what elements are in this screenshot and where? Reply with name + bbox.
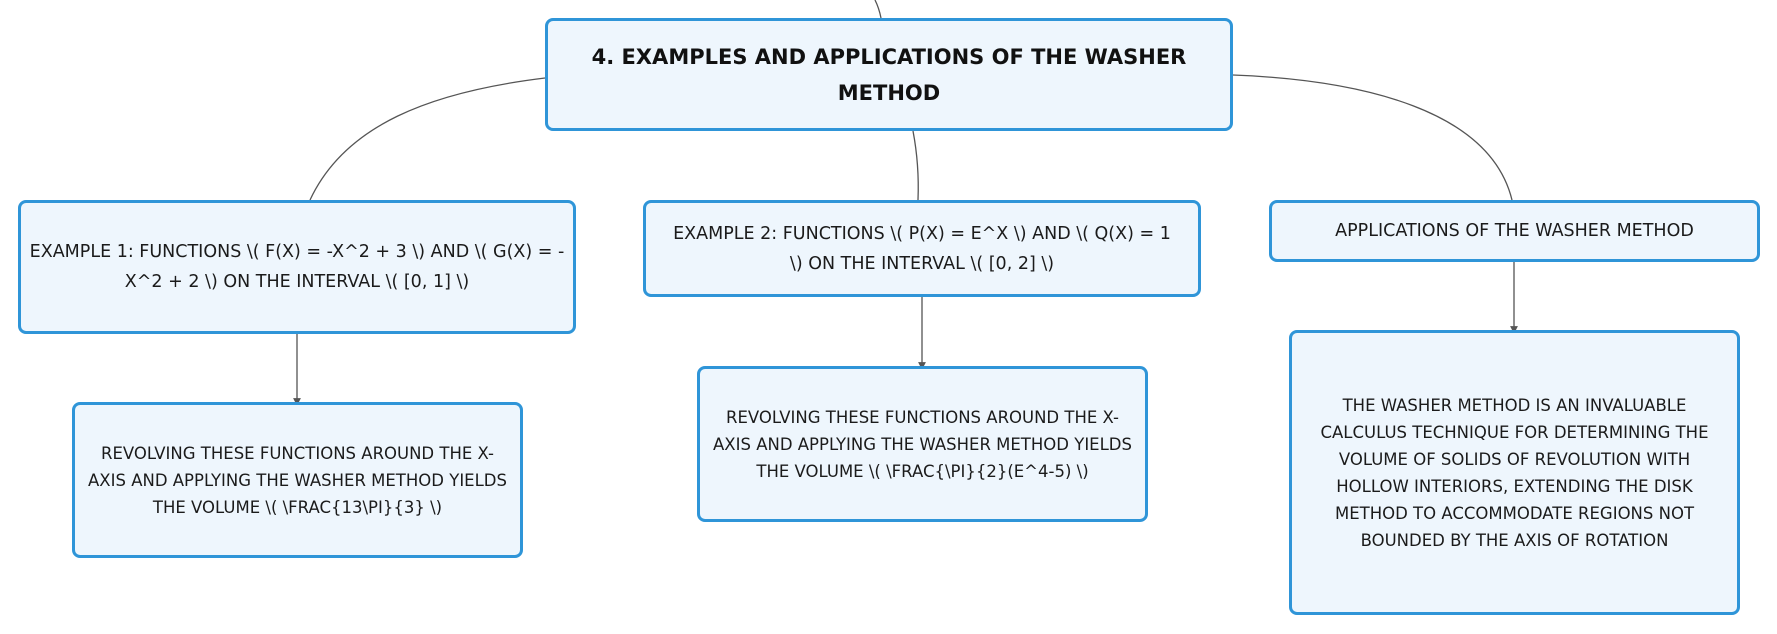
example-2-result-node[interactable]: REVOLVING THESE FUNCTIONS AROUND THE X-A… <box>697 366 1148 522</box>
example-1-result-node[interactable]: REVOLVING THESE FUNCTIONS AROUND THE X-A… <box>72 402 523 558</box>
connector-root-to-example-2 <box>912 130 919 201</box>
example-2-result-text: REVOLVING THESE FUNCTIONS AROUND THE X-A… <box>713 407 1132 481</box>
example-1-node[interactable]: EXAMPLE 1: FUNCTIONS \( F(X) = -X^2 + 3 … <box>18 200 576 334</box>
connector-root-to-applications <box>1232 74 1513 201</box>
connector-root-to-example-1 <box>309 77 546 201</box>
connector-parent-to-root <box>874 0 882 19</box>
applications-description-node[interactable]: THE WASHER METHOD IS AN INVALUABLE CALCU… <box>1289 330 1740 615</box>
applications-node[interactable]: APPLICATIONS OF THE WASHER METHOD <box>1269 200 1760 262</box>
example-1-result-text: REVOLVING THESE FUNCTIONS AROUND THE X-A… <box>88 443 507 517</box>
applications-label: APPLICATIONS OF THE WASHER METHOD <box>1335 221 1694 241</box>
example-1-label: EXAMPLE 1: FUNCTIONS \( F(X) = -X^2 + 3 … <box>29 242 565 292</box>
example-2-label: EXAMPLE 2: FUNCTIONS \( P(X) = E^X \) AN… <box>673 223 1171 274</box>
root-topic-node[interactable]: 4. EXAMPLES AND APPLICATIONS OF THE WASH… <box>545 18 1233 131</box>
root-topic-title: 4. EXAMPLES AND APPLICATIONS OF THE WASH… <box>591 44 1187 105</box>
example-2-node[interactable]: EXAMPLE 2: FUNCTIONS \( P(X) = E^X \) AN… <box>643 200 1201 297</box>
applications-description-text: THE WASHER METHOD IS AN INVALUABLE CALCU… <box>1320 395 1709 550</box>
